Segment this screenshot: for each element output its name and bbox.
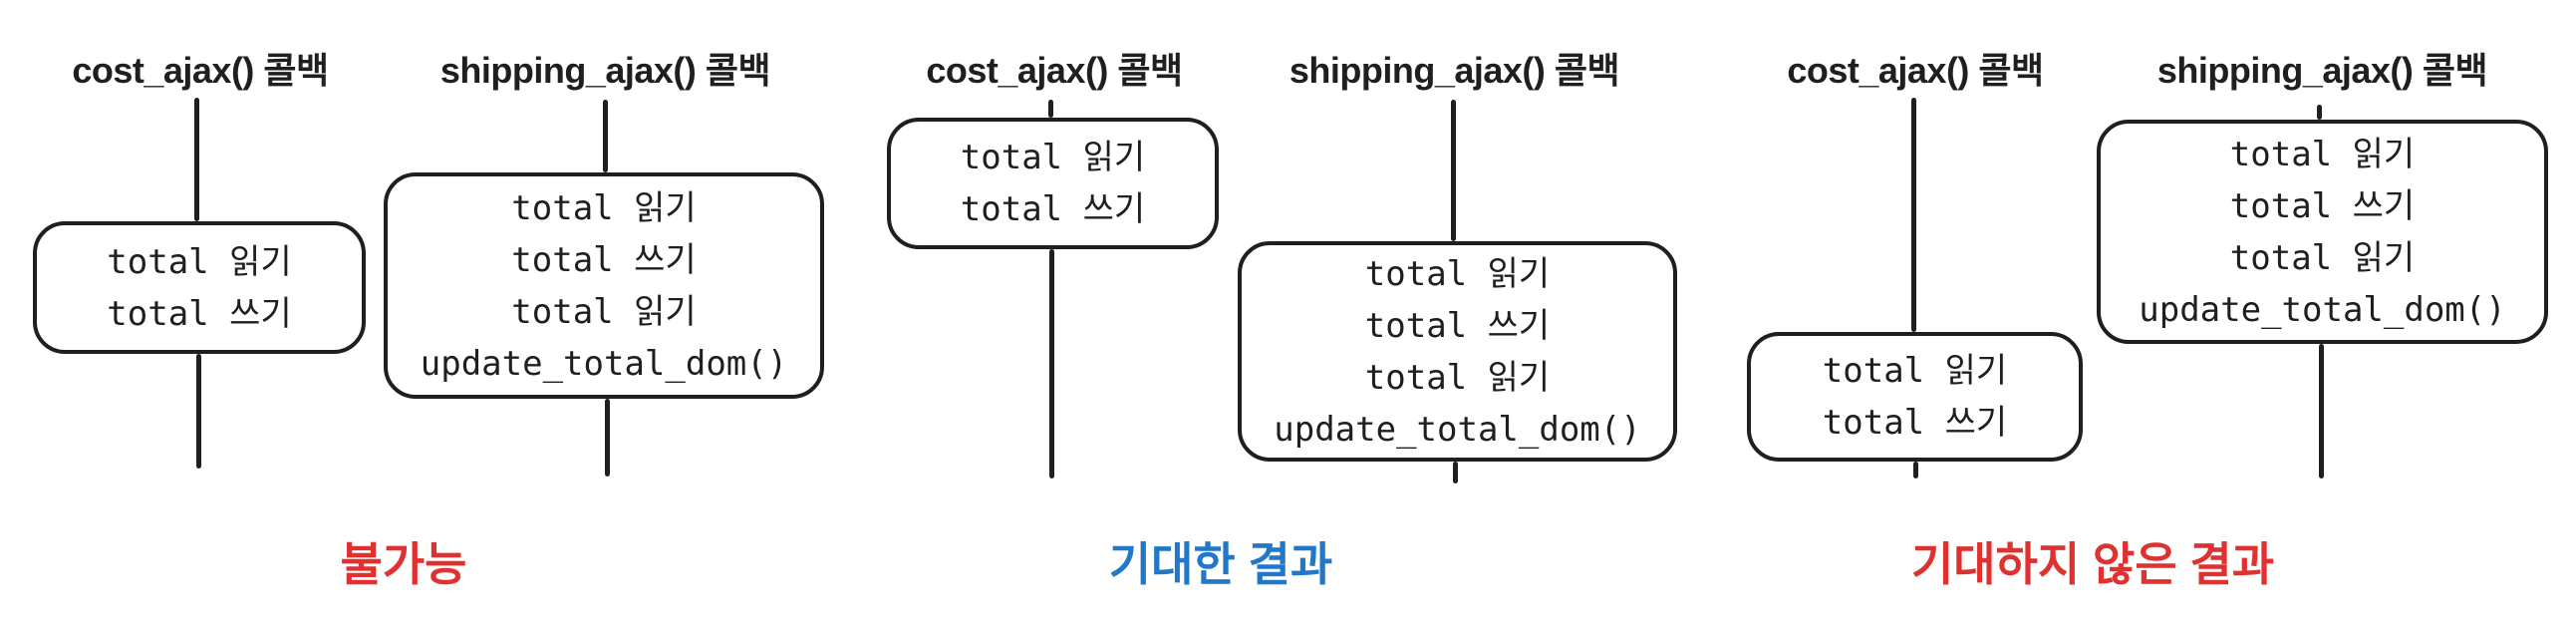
code-line: total 쓰기 [1364,305,1551,346]
code-line: total 읽기 [107,241,292,282]
execution-box-cost: total 읽기 total 쓰기 [887,118,1219,249]
column-title-shipping-ajax: shipping_ajax() 콜백 [439,50,771,91]
code-line: total 읽기 [2229,237,2416,278]
code-line: total 읽기 [511,187,697,228]
lifeline-segment [1451,100,1456,241]
execution-box-shipping: total 읽기 total 쓰기 total 읽기 update_total_… [2097,120,2548,344]
lifeline-segment [2317,105,2322,120]
code-line: total 읽기 [1364,357,1551,398]
code-line: total 읽기 [2229,134,2416,174]
column-title-cost-ajax: cost_ajax() 콜백 [72,50,329,91]
lifeline-segment [2319,344,2324,478]
code-line: update_total_dom() [420,343,788,384]
code-line: update_total_dom() [2139,289,2506,330]
lifeline-segment [1049,249,1054,478]
column-title-cost-ajax: cost_ajax() 콜백 [1787,50,2044,91]
caption-unexpected: 기대하지 않은 결과 [1910,538,2275,590]
lifeline-segment [605,399,610,477]
panel-unexpected-result: cost_ajax() 콜백 total 읽기 total 쓰기 shippin… [1714,0,2576,637]
lifeline-segment [196,354,201,469]
code-line: total 읽기 [1822,351,2008,391]
caption-impossible: 불가능 [340,538,467,590]
lifeline-segment [1453,462,1458,483]
code-line: update_total_dom() [1274,409,1641,450]
code-line: total 읽기 [1364,253,1551,294]
code-line: total 쓰기 [511,239,697,280]
code-line: total 쓰기 [960,189,1146,229]
code-line: total 쓰기 [107,293,292,334]
code-line: total 읽기 [511,291,697,332]
column-title-shipping-ajax: shipping_ajax() 콜백 [1288,50,1620,91]
column-title-cost-ajax: cost_ajax() 콜백 [926,50,1183,91]
column-title-shipping-ajax: shipping_ajax() 콜백 [2156,50,2488,91]
lifeline-segment [1911,98,1916,332]
panel-impossible: cost_ajax() 콜백 total 읽기 total 쓰기 shippin… [0,0,827,637]
panel-expected-result: cost_ajax() 콜백 total 읽기 total 쓰기 shippin… [847,0,1724,637]
code-line: total 읽기 [960,138,1146,177]
execution-box-shipping: total 읽기 total 쓰기 total 읽기 update_total_… [384,172,824,399]
lifeline-segment [1048,100,1053,118]
lifeline-segment [603,100,608,172]
code-line: total 쓰기 [1822,403,2008,443]
lifeline-segment [1913,462,1918,478]
caption-expected: 기대한 결과 [1108,538,1333,590]
execution-box-cost: total 읽기 total 쓰기 [1747,332,2083,462]
code-line: total 쓰기 [2229,185,2416,226]
lifeline-segment [194,98,199,221]
execution-box-cost: total 읽기 total 쓰기 [33,221,366,354]
execution-box-shipping: total 읽기 total 쓰기 total 읽기 update_total_… [1238,241,1677,462]
